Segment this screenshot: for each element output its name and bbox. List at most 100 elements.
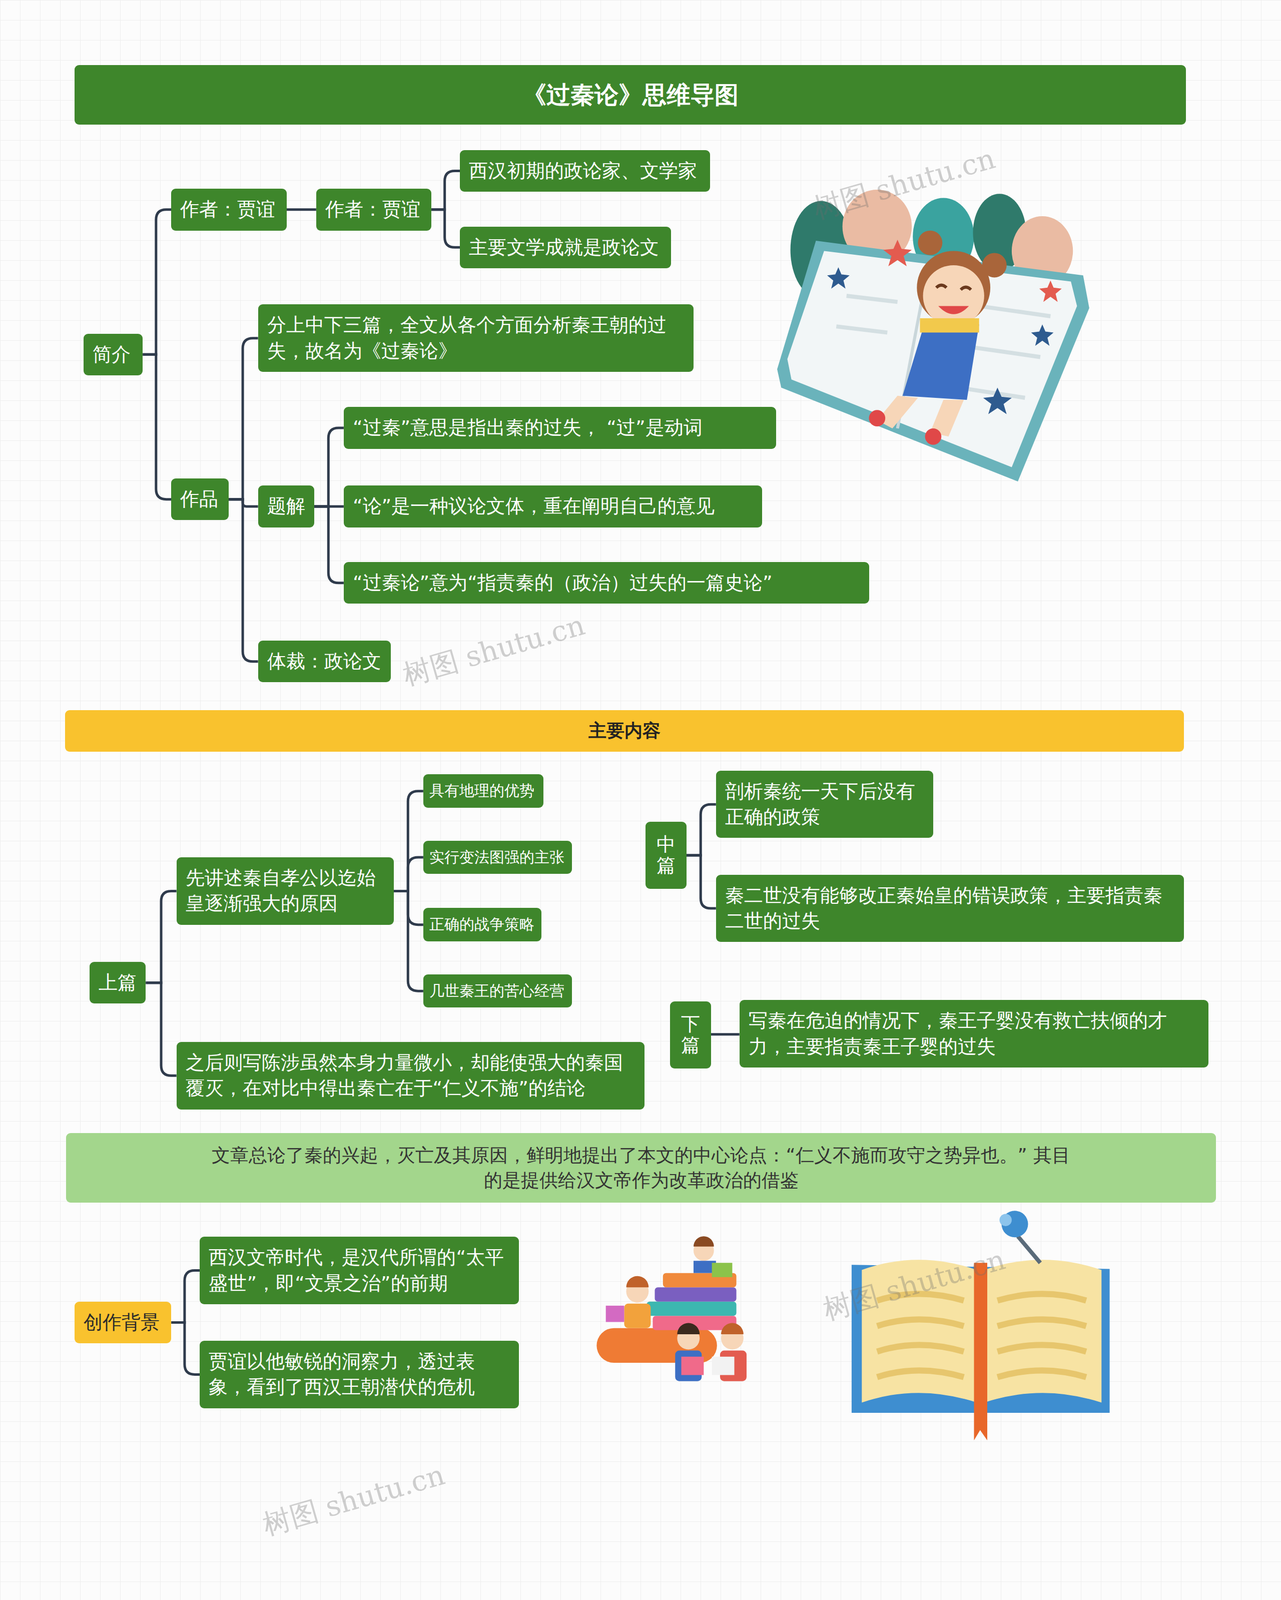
topic-box: 作者：贾谊	[316, 188, 432, 231]
connector	[393, 890, 424, 991]
topic-box: 西汉初期的政论家、文学家	[459, 150, 710, 192]
node-text: 之后则写陈涉虽然本身力量微小，却能使强大的秦国覆灭，在对比中得出秦亡在于“仁义不…	[185, 1049, 636, 1102]
topic-box: 上篇	[89, 961, 146, 1004]
node-text: 主要内容	[588, 718, 661, 744]
illustration-line	[1017, 1235, 1041, 1263]
node-text: 题解	[267, 493, 306, 519]
topic-box: 题解	[258, 485, 315, 527]
topic-box: 主要文学成就是政论文	[459, 226, 672, 269]
connector	[431, 209, 460, 248]
node-text: 中篇	[656, 834, 676, 877]
illustration-path	[984, 1259, 1102, 1403]
summary-band: 文章总论了秦的兴起，灭亡及其原因，鲜明地提出了本文的中心论点：“仁义不施而攻守之…	[66, 1132, 1216, 1203]
node-text: 具有地理的优势	[429, 780, 538, 802]
watermark: 树图 shutu.cn	[258, 1456, 450, 1545]
girl-on-book	[777, 189, 1090, 482]
connector	[711, 1032, 740, 1036]
illustration-path	[936, 285, 971, 290]
connector	[393, 857, 424, 891]
connector	[286, 208, 317, 211]
illustration-polygon	[1039, 280, 1062, 303]
title-band: 《过秦论》思维导图	[74, 65, 1187, 125]
illustration-rect	[681, 1356, 705, 1376]
topic-box: 分上中下三篇，全文从各个方面分析秦王朝的过失，故名为《过秦论》	[258, 304, 694, 372]
node-text: 西汉初期的政论家、文学家	[468, 158, 701, 184]
illustration-circle	[999, 1213, 1012, 1226]
topic-box: 简介	[83, 333, 143, 376]
illustration-polygon	[1031, 324, 1054, 346]
illustration-line	[836, 326, 888, 333]
node-text: 下篇	[681, 1013, 701, 1056]
illustration-polygon	[827, 267, 850, 289]
node-text: 作品	[180, 486, 220, 512]
connector	[314, 506, 344, 583]
node-text: “论”是一种议论文体，重在阐明自己的意见	[352, 493, 754, 519]
node-text: 文章总论了秦的兴起，灭亡及其原因，鲜明地提出了本文的中心论点：“仁义不施而攻守之…	[207, 1142, 1076, 1193]
topic-box: 之后则写陈涉虽然本身力量微小，却能使强大的秦国覆灭，在对比中得出秦亡在于“仁义不…	[176, 1041, 646, 1110]
topic-box: 先讲述秦自孝公以迄始皇逐渐强大的原因	[176, 857, 394, 925]
vertical-box: 下篇	[670, 1001, 712, 1069]
illustration-circle	[925, 428, 942, 445]
illustration-rect	[919, 318, 979, 333]
topic-box: 写秦在危迫的情况下，秦王子婴没有救亡扶倾的才力，主要指责秦王子婴的过失	[739, 999, 1209, 1068]
node-text: 主要文学成就是政论文	[468, 234, 663, 261]
illustration-circle	[869, 409, 886, 427]
illustration-rect	[646, 1301, 737, 1317]
illustration-path	[997, 1293, 1086, 1377]
leaf-box: 实行变法图强的主张	[423, 840, 573, 875]
connector	[431, 170, 460, 210]
open-book	[851, 1210, 1110, 1441]
connector	[142, 209, 172, 355]
illustration-line	[958, 387, 1025, 398]
node-text: 正确的战争策略	[429, 914, 536, 935]
node-text: 贾谊以他敏锐的洞察力，透过表象，看到了西汉王朝潜伏的危机	[208, 1348, 510, 1401]
node-text: 秦二世没有能够改正秦始皇的错误政策，主要指责秦二世的过失	[725, 882, 1176, 935]
illustration-rect	[712, 1262, 733, 1277]
topic-box: 作者：贾谊	[171, 188, 287, 231]
illustration-polygon	[973, 1262, 987, 1441]
illustration-polygon	[777, 240, 1090, 482]
connector	[142, 354, 172, 499]
node-text: 作者：贾谊	[180, 196, 278, 223]
yellow-box: 创作背景	[74, 1301, 172, 1344]
node-text: 几世秦王的苦心经营	[429, 980, 567, 1002]
leaf-box: 几世秦王的苦心经营	[423, 974, 573, 1008]
node-text: “过秦论”意为“指责秦的（政治）过失的一篇史论”	[352, 569, 861, 596]
illustration-path	[625, 1275, 649, 1288]
illustration-path	[938, 305, 969, 314]
illustration-rect	[605, 1305, 625, 1323]
illustration-line	[979, 305, 1051, 316]
connector	[145, 982, 177, 1076]
node-text: 简介	[92, 341, 134, 368]
illustration-rect	[655, 1287, 737, 1302]
node-text: 体裁：政论文	[267, 648, 382, 675]
node-text: 实行变法图强的主张	[429, 847, 567, 868]
topic-box: 秦二世没有能够改正秦始皇的错误政策，主要指责秦二世的过失	[716, 874, 1185, 943]
illustration-circle	[923, 265, 985, 327]
topic-box: 贾谊以他敏锐的洞察力，透过表象，看到了西汉王朝潜伏的危机	[199, 1340, 519, 1409]
leaf-box: 正确的战争策略	[423, 907, 542, 942]
connector	[228, 338, 259, 500]
illustration-path	[721, 1323, 744, 1335]
illustration-circle	[917, 230, 943, 256]
node-text: 写秦在危迫的情况下，秦王子婴没有救亡扶倾的才力，主要指责秦王子婴的过失	[748, 1007, 1200, 1060]
vertical-box: 中篇	[645, 821, 687, 889]
connector	[228, 499, 259, 662]
connector	[686, 804, 717, 856]
title-text: 《过秦论》思维导图	[522, 79, 739, 112]
topic-box: 体裁：政论文	[258, 640, 391, 683]
illustration-path	[693, 1235, 715, 1246]
connector	[686, 855, 717, 909]
connector	[171, 1270, 200, 1323]
topic-box: 西汉文帝时代，是汉代所谓的“太平盛世”，即“文景之治”的前期	[199, 1236, 519, 1305]
illustration-polygon	[902, 324, 980, 400]
illustration-line	[968, 346, 1041, 357]
illustration-path	[677, 1323, 700, 1335]
illustration-polygon	[787, 250, 1077, 467]
connector	[393, 791, 424, 892]
kids-on-books	[596, 1235, 747, 1381]
connector	[145, 890, 177, 983]
topic-box: 剖析秦统一天下后没有正确的政策	[716, 770, 934, 839]
connector	[171, 1322, 200, 1375]
